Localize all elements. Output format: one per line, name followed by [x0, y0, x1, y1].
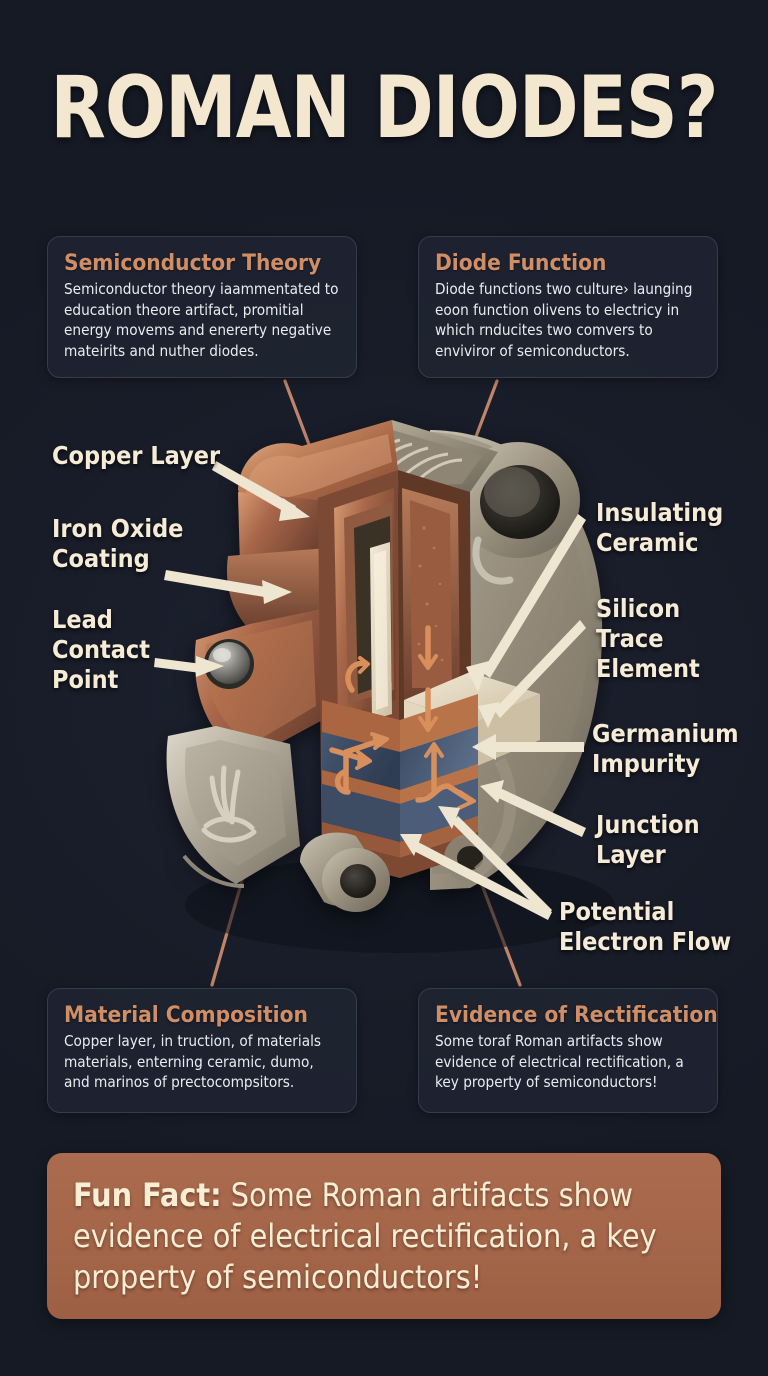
- card-title: Semiconductor Theory: [64, 250, 322, 276]
- label-germanium-impurity: Germanium Impurity: [592, 719, 739, 778]
- iron-oxide-band: [226, 548, 330, 628]
- arrow-copper-layer: [212, 461, 310, 521]
- fun-fact-banner: Fun Fact: Some Roman artifacts show evid…: [47, 1153, 721, 1319]
- arrow-electron-flow: [400, 806, 552, 920]
- connector-evidence: [478, 878, 522, 987]
- arrow-junction-layer: [480, 780, 586, 837]
- arrow-insulating-ceramic: [466, 514, 586, 692]
- bronze-ring-top: [456, 442, 580, 585]
- fun-fact-lead: Fun Fact:: [73, 1176, 222, 1214]
- fun-fact-text: Fun Fact: Some Roman artifacts show evid…: [73, 1175, 695, 1298]
- connector-diode: [450, 379, 499, 502]
- lead-contact-knob: [208, 642, 250, 684]
- copper-top-plate: [238, 420, 398, 516]
- fun-fact-body: Some Roman artifacts show evidence of el…: [73, 1176, 657, 1296]
- card-title: Diode Function: [435, 250, 607, 276]
- card-body: Some toraf Roman artifacts show evidence…: [435, 1032, 684, 1091]
- info-card-semiconductor-theory[interactable]: Semiconductor Theory Semiconductor theor…: [47, 236, 357, 378]
- bronze-cylinder-foot: [300, 832, 390, 912]
- label-iron-oxide-coating: Iron Oxide Coating: [52, 514, 184, 573]
- card-body: Semiconductor theory iaammentated to edu…: [64, 280, 339, 360]
- insulating-ceramic-slab: [404, 672, 540, 768]
- bronze-cylinder-right: [444, 834, 496, 882]
- card-title: Material Composition: [64, 1002, 308, 1028]
- info-card-evidence-of-rectification[interactable]: Evidence of Rectification Some toraf Rom…: [418, 988, 718, 1113]
- arrow-iron-oxide: [164, 570, 292, 604]
- page-title: ROMAN DIODES?: [50, 58, 718, 158]
- pewter-ornament-plate: [166, 726, 300, 888]
- card-title: Evidence of Rectification: [435, 1002, 718, 1028]
- arrow-silicon-trace: [478, 620, 586, 728]
- label-insulating-ceramic: Insulating Ceramic: [596, 498, 724, 557]
- arrow-germanium: [472, 734, 584, 760]
- lead-contact-housing: [194, 608, 330, 760]
- cut-frame-left: [318, 470, 400, 872]
- info-card-material-composition[interactable]: Material Composition Copper layer, in tr…: [47, 988, 357, 1113]
- info-card-diode-function[interactable]: Diode Function Diode functions two cultu…: [418, 236, 718, 378]
- label-silicon-trace-element: Silicon Trace Element: [596, 594, 700, 683]
- ornamental-top-cap: [300, 420, 498, 496]
- junction-stack-right: [400, 694, 478, 858]
- junction-stack-left: [322, 700, 400, 858]
- label-junction-layer: Junction Layer: [596, 810, 700, 869]
- ceramic-blade: [370, 542, 392, 720]
- connector-material: [210, 858, 250, 987]
- label-lead-contact-point: Lead Contact Point: [52, 605, 150, 694]
- label-potential-electron-flow: Potential Electron Flow: [559, 897, 732, 956]
- card-body: Copper layer, in truction, of materials …: [64, 1032, 322, 1091]
- connector-semiconductor: [283, 379, 332, 502]
- cut-frame-right: [398, 470, 472, 840]
- electron-flow-arrows: [329, 625, 476, 810]
- card-body: Diode functions two culture› launging eo…: [435, 280, 693, 360]
- label-copper-layer: Copper Layer: [52, 441, 221, 470]
- arrow-lead-contact: [154, 656, 224, 677]
